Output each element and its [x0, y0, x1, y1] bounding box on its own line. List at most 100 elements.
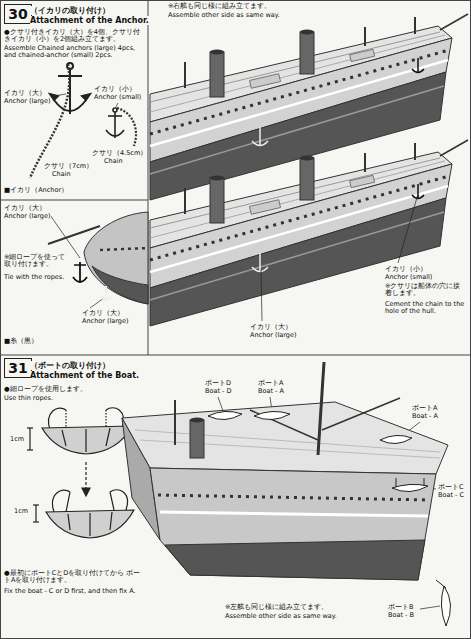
part-label: Anchor (large) — [4, 98, 51, 105]
bow-closeup-drawing — [73, 277, 87, 282]
step-heading: （イカリの取り付け） — [30, 6, 110, 15]
boat-rigging-drawing — [106, 408, 123, 428]
part-label: Chain — [52, 171, 71, 178]
part-label: ボートC — [438, 484, 464, 491]
boat-rigging-drawing — [85, 462, 86, 488]
part-label: Anchor (small) — [385, 274, 432, 281]
leader-line — [398, 194, 418, 263]
chain-short — [117, 108, 136, 146]
ship-boat-stage — [380, 435, 412, 443]
leader-line — [261, 270, 262, 321]
step-heading: Attachment of the Anchor. — [30, 16, 149, 25]
boat-rigging-drawing — [85, 429, 86, 452]
part-label: イカリ（大） — [250, 324, 292, 331]
leader-line — [116, 103, 118, 107]
boat-rigging-drawing — [27, 427, 33, 428]
part-label: クサリ（4.5cm） — [92, 150, 147, 157]
boat-rigging-drawing — [68, 514, 70, 530]
instruction-note: ※右舷も同じ様に組み立てます。 — [168, 3, 271, 10]
leader-line — [90, 298, 104, 308]
anchor-large-drawing — [50, 94, 90, 100]
part-label: Boat - C — [438, 492, 464, 499]
chain-long — [30, 64, 69, 178]
instruction-note: Assemble Chained anchors (large) 4pcs, a… — [4, 45, 146, 60]
anchor-small-drawing — [113, 108, 117, 112]
boat-rigging-drawing — [53, 490, 70, 512]
ship-boat-stage — [122, 402, 448, 474]
page-frame — [0, 355, 471, 356]
instruction-note: ※クサリは船体の穴に接着します。 — [385, 283, 467, 298]
part-label: ボートD — [205, 380, 231, 387]
instruction-note: ●細ロープを使用します。 — [4, 386, 87, 393]
instruction-note: Cement the chain to the hole of the hull… — [385, 301, 467, 316]
instruction-note: Assemble other side as same way. — [168, 12, 280, 19]
dimension-label: 1cm — [10, 436, 24, 443]
part-label: ボートB — [388, 604, 413, 611]
boat-rigging-drawing — [49, 408, 66, 430]
boat-rigging-drawing — [65, 410, 66, 428]
ship-boat-stage — [158, 495, 430, 500]
leader-line — [218, 397, 223, 411]
ship-boat-stage — [208, 411, 242, 419]
ship-boat-stage — [396, 478, 397, 487]
boat-rigging-drawing — [42, 426, 132, 454]
material-note: ■糸（黒） — [4, 338, 38, 345]
anchor-large-drawing — [54, 100, 86, 111]
part-label: イカリ（大） — [4, 90, 46, 97]
boat-rigging-drawing — [62, 430, 66, 446]
leader-line — [420, 606, 440, 609]
part-label: Boat - A — [258, 388, 284, 395]
bow-closeup-drawing — [100, 248, 148, 250]
ship-boat-stage — [165, 540, 425, 580]
boat-rigging-drawing — [66, 492, 70, 512]
bow-closeup-drawing — [92, 266, 148, 304]
boat-rigging-drawing — [35, 505, 36, 522]
part-label: ボートA — [258, 380, 283, 387]
material-note: ■イカリ（Anchor） — [4, 187, 68, 194]
part-label: Anchor (large) — [82, 318, 129, 325]
boat-rigging-drawing — [33, 521, 39, 522]
ship-boat-stage — [190, 418, 204, 423]
boat-rigging-drawing — [82, 488, 90, 496]
part-label: イカリ（大） — [82, 310, 124, 317]
boat-rigging-drawing — [110, 492, 114, 510]
boat-rigging-drawing — [89, 513, 90, 536]
part-label: Boat - D — [205, 388, 231, 395]
anchor-small-drawing — [106, 130, 124, 136]
anchor-large-drawing — [50, 63, 90, 114]
ship-boat-stage — [318, 362, 324, 455]
instruction-note: Tie with the ropes. — [4, 274, 66, 281]
part-label: Chain — [104, 158, 123, 165]
ship-boat-stage — [160, 512, 428, 516]
instruction-note: Assemble other side as same way. — [225, 613, 337, 620]
boat-rigging-drawing — [33, 504, 39, 505]
step-number: 31 — [8, 361, 27, 375]
step-number: 30 — [8, 7, 27, 21]
step-heading: （ボートの取り付け） — [30, 361, 110, 370]
ship-boat-stage — [441, 586, 450, 626]
ship-boat-stage — [122, 362, 451, 626]
instruction-note: ※左舷も同じ様に組み立てます。 — [225, 604, 328, 611]
boat-rigging-drawing — [46, 510, 134, 538]
instruction-note: ●クサリ付きイカリ（大）を4個、クサリ付きイカリ（小）を2個組み立てます。 — [4, 29, 146, 44]
instruction-note: Use thin ropes. — [4, 395, 53, 402]
step-number-box: 30 — [4, 4, 32, 24]
page-frame — [0, 200, 148, 201]
ship-boat-stage — [190, 420, 204, 458]
boat-rigging-drawing — [110, 512, 112, 530]
bow-closeup-drawing — [84, 212, 148, 304]
part-label: イカリ（小） — [385, 266, 427, 273]
dimension-label: 1cm — [14, 508, 28, 515]
boat-rigging-drawing — [106, 428, 110, 446]
bow-closeup-drawing — [74, 264, 86, 266]
bow-closeup-drawing — [100, 296, 112, 300]
boat-rigging-drawing — [29, 428, 30, 450]
step-number-box: 31 — [4, 358, 32, 378]
boat-rigging-drawing — [110, 490, 127, 510]
ship-boat-stage — [250, 410, 318, 440]
part-label: ボートA — [412, 405, 437, 412]
